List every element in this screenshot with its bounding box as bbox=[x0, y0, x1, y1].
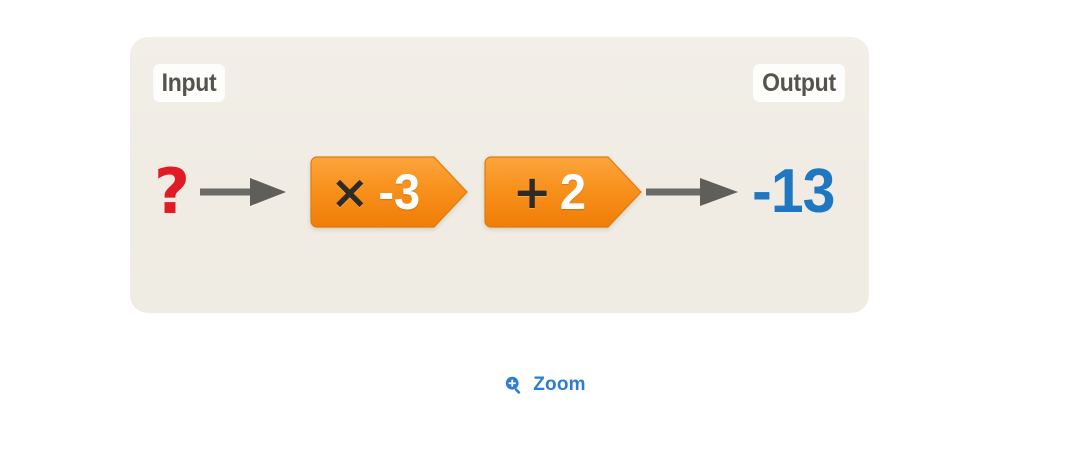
zoom-label: Zoom bbox=[533, 374, 586, 395]
output-value: -13 bbox=[752, 157, 835, 226]
operation-block-add[interactable]: + 2 bbox=[484, 156, 642, 228]
arrow-right-icon bbox=[200, 178, 286, 206]
arrow-right-icon bbox=[646, 178, 738, 206]
magnifier-plus-icon bbox=[506, 376, 521, 394]
output-label-text: Output bbox=[762, 68, 836, 97]
input-value: ? bbox=[154, 155, 190, 228]
function-machine-panel: Input Output ? bbox=[130, 37, 869, 313]
function-machine-flow: ? × -3 bbox=[130, 147, 869, 237]
zoom-button[interactable]: Zoom bbox=[0, 374, 1090, 396]
input-label-text: Input bbox=[161, 68, 217, 97]
output-label-badge: Output bbox=[753, 64, 845, 102]
input-label-badge: Input bbox=[153, 64, 225, 102]
operation-block-shape bbox=[310, 156, 468, 228]
operation-number: 2 bbox=[560, 164, 587, 220]
operation-block-multiply[interactable]: × -3 bbox=[310, 156, 468, 228]
operation-symbol: × bbox=[330, 165, 370, 219]
operation-symbol: + bbox=[512, 165, 552, 219]
operation-number: -3 bbox=[378, 164, 421, 220]
operation-block-shape bbox=[484, 156, 642, 228]
